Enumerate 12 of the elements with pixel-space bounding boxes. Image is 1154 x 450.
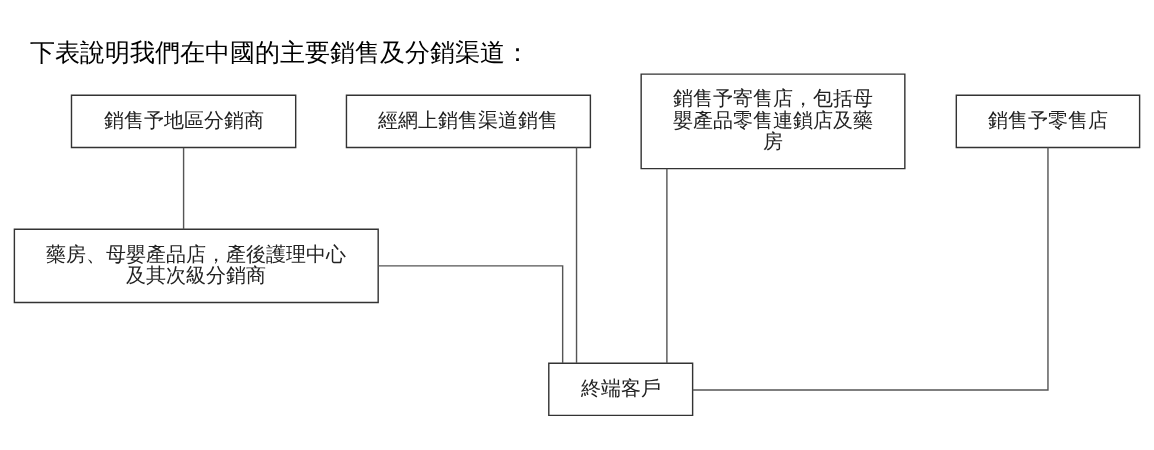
node-box: 藥房、母嬰產品店，產後護理中心及其次級分銷商: [13, 228, 379, 304]
connector: [182, 147, 185, 230]
node-box: 銷售予寄售店，包括母嬰產品零售連鎖店及藥房: [640, 73, 906, 170]
diagram-title: 下表說明我們在中國的主要銷售及分銷渠道：: [30, 36, 531, 67]
connector: [666, 167, 668, 364]
connector: [575, 146, 578, 364]
node-box: 銷售予零售店: [955, 94, 1141, 149]
node-box: 銷售予地區分銷商: [70, 94, 297, 149]
connector: [377, 265, 564, 364]
connector: [692, 146, 1049, 391]
node-box: 終端客戶: [548, 362, 694, 417]
node-box: 經網上銷售渠道銷售: [345, 94, 592, 149]
